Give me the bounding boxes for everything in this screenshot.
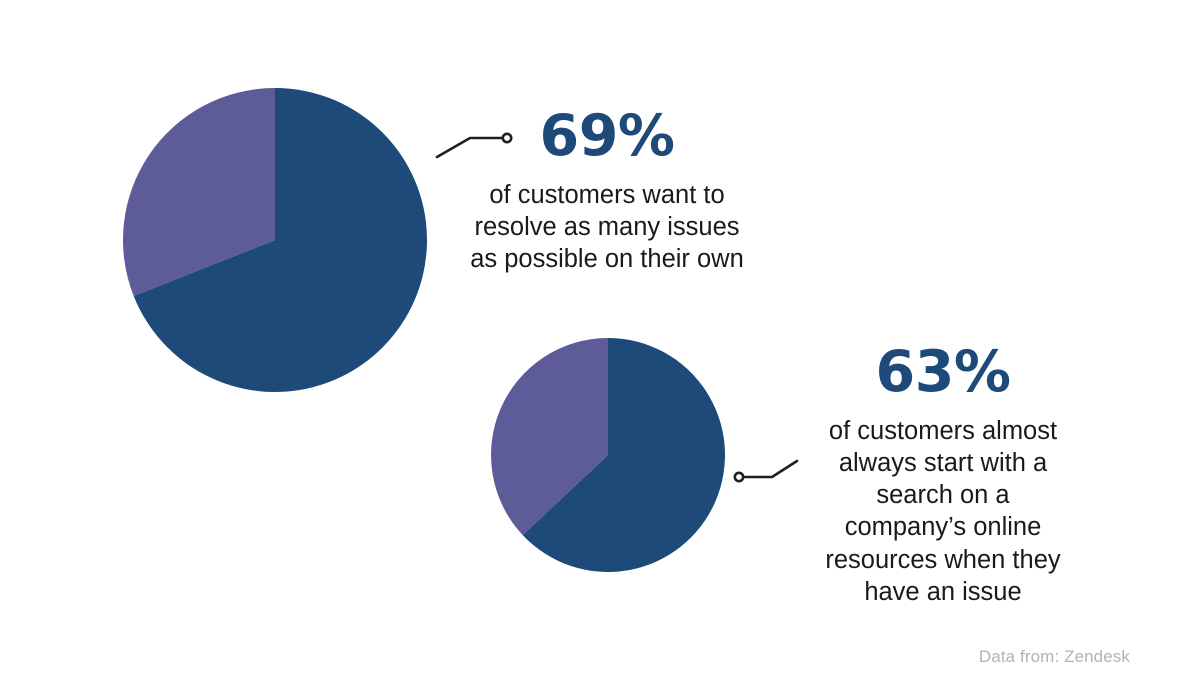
callout-1-percentage: 69% (539, 103, 675, 169)
callout-1-description: of customers want to resolve as many iss… (470, 181, 744, 274)
callout-1: 69% of customers want to resolve as many… (452, 108, 762, 275)
leader-line-2 (733, 459, 799, 483)
leader-line-2-endpoint-dot (733, 471, 745, 483)
source-attribution: Data from: Zendesk (978, 647, 1130, 666)
leader-line-2-path (741, 459, 799, 479)
pie-1-slice-2 (122, 88, 275, 296)
callout-2-description: of customers almost always start with a … (825, 417, 1061, 606)
pie-2-slice-2 (491, 338, 608, 536)
pie-chart-1 (122, 88, 428, 393)
pie-2-slice-1 (522, 338, 726, 572)
callout-2-percentage: 63% (875, 339, 1011, 405)
pie-chart-2 (491, 338, 726, 572)
pie-1-slice-1 (133, 88, 428, 393)
callout-2: 63% of customers almost always start wit… (793, 344, 1093, 608)
